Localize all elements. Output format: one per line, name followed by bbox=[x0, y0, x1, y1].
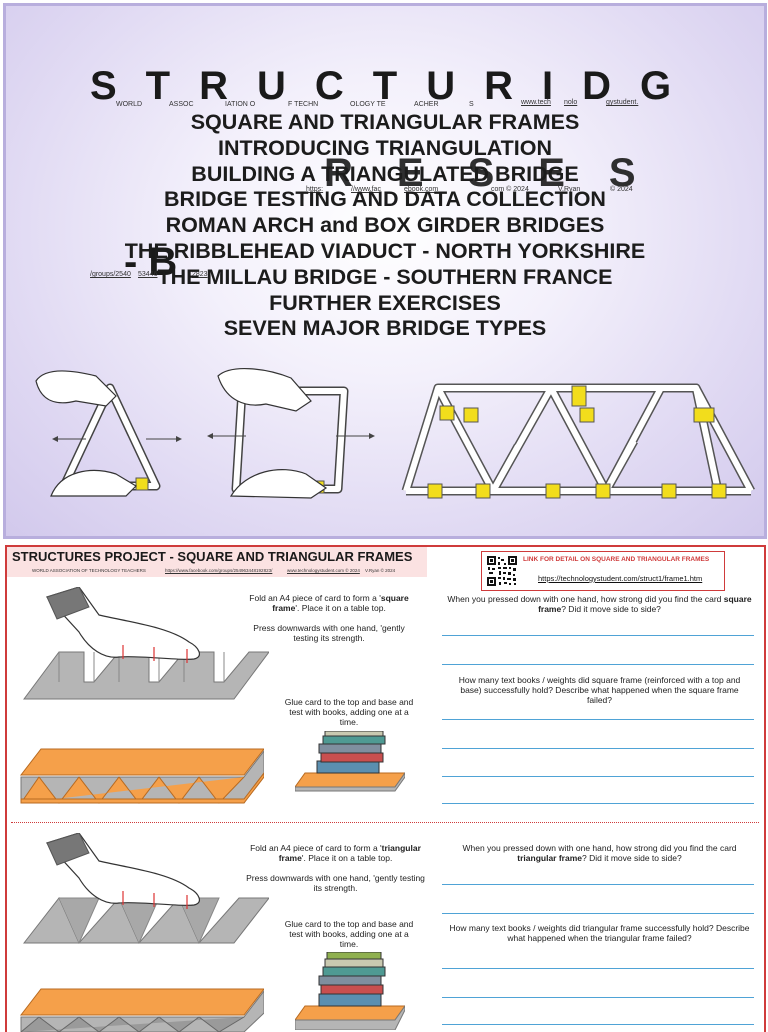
worksheet-facebook-link[interactable]: https://www.facebook.com/groups/25496344… bbox=[165, 568, 273, 573]
square-question-1: When you pressed down with one hand, how… bbox=[447, 594, 752, 614]
hand-icon bbox=[217, 368, 312, 412]
org-fragment: IATION O bbox=[225, 101, 256, 108]
org-fragment: OLOGY TE bbox=[350, 101, 386, 108]
org-fragment: F TECHN bbox=[288, 101, 319, 108]
answer-line[interactable] bbox=[442, 884, 754, 885]
hand-icon bbox=[229, 469, 328, 499]
square-press-instruction: Press downwards with one hand, 'gently t… bbox=[253, 623, 405, 643]
square-fold-instruction: Fold an A4 piece of card to form a 'squa… bbox=[249, 593, 409, 613]
copyright-fragment: com © 2024 bbox=[491, 186, 529, 193]
worksheet-header: STRUCTURES PROJECT - SQUARE AND TRIANGUL… bbox=[7, 547, 427, 577]
org-fragment: ACHER bbox=[414, 101, 439, 108]
cover-title-line2: RESES bbox=[324, 151, 680, 195]
worksheet-org: WORLD ASSOCIATION OF TECHNOLOGY TEACHERS bbox=[32, 568, 146, 573]
square-books-illustration bbox=[295, 731, 405, 792]
menu-item-seven-bridge-types[interactable]: SEVEN MAJOR BRIDGE TYPES bbox=[223, 316, 547, 341]
triangle-question-2: How many text books / weights did triang… bbox=[449, 923, 750, 943]
worksheet-title: STRUCTURES PROJECT - SQUARE AND TRIANGUL… bbox=[12, 549, 413, 564]
answer-line[interactable] bbox=[442, 997, 754, 998]
triangle-card-press-illustration bbox=[22, 833, 269, 944]
menu-item-roman-arch[interactable]: ROMAN ARCH and BOX GIRDER BRIDGES bbox=[165, 213, 605, 238]
answer-line[interactable] bbox=[442, 719, 754, 720]
copyright-fragment: V.Ryan bbox=[558, 186, 581, 193]
facebook-fragment[interactable]: //www.fac bbox=[351, 186, 381, 193]
org-fragment: S bbox=[469, 101, 474, 108]
hand-icon bbox=[35, 370, 117, 407]
triangle-card-reinforced-illustration bbox=[19, 988, 264, 1032]
triangle-frame-illustration bbox=[35, 370, 182, 497]
detail-link-box[interactable]: LINK FOR DETAIL ON SQUARE AND TRIANGULAR… bbox=[481, 551, 725, 591]
worksheet-website-link[interactable]: www.technologystudent.com © 2024 bbox=[287, 568, 360, 573]
menu-item-further-exercises[interactable]: FURTHER EXERCISES bbox=[269, 290, 501, 315]
worksheet-author: V.Ryan © 2024 bbox=[365, 568, 396, 573]
hand-icon bbox=[50, 469, 137, 497]
web-fragment[interactable]: www.tech bbox=[521, 99, 551, 106]
menu-item-millau-bridge[interactable]: THE MILLAU BRIDGE - SOUTHERN FRANCE bbox=[157, 264, 613, 289]
worksheet: STRUCTURES PROJECT - SQUARE AND TRIANGUL… bbox=[5, 545, 766, 1032]
square-card-press-illustration bbox=[23, 587, 269, 700]
menu-item-introducing-triangulation[interactable]: INTRODUCING TRIANGULATION bbox=[217, 135, 553, 160]
cover-panel: STRUCTURIDG RESES - B WORLD ASSOC IATION… bbox=[3, 3, 767, 539]
facebook-fragment[interactable]: ebook.com bbox=[404, 186, 439, 193]
answer-line[interactable] bbox=[442, 803, 754, 804]
menu-item-ribblehead-viaduct[interactable]: THE RIBBLEHEAD VIADUCT - NORTH YORKSHIRE bbox=[124, 238, 646, 263]
group-fragment[interactable]: 2823 bbox=[192, 271, 208, 278]
square-glue-instruction: Glue card to the top and base and test w… bbox=[284, 697, 414, 727]
answer-line[interactable] bbox=[442, 1024, 754, 1025]
answer-line[interactable] bbox=[442, 913, 754, 914]
truss-bridge-illustration bbox=[401, 383, 755, 499]
square-question-2: How many text books / weights did square… bbox=[458, 675, 741, 705]
group-fragment[interactable]: /groups/2540 bbox=[90, 271, 131, 278]
org-fragment: ASSOC bbox=[169, 101, 194, 108]
facebook-fragment[interactable]: https: bbox=[306, 186, 324, 193]
qr-code-icon[interactable] bbox=[486, 555, 518, 587]
section-divider bbox=[11, 822, 759, 823]
square-card-reinforced-illustration bbox=[19, 748, 264, 804]
triangle-glue-instruction: Glue card to the top and base and test w… bbox=[284, 919, 414, 949]
menu-item-bridge-testing[interactable]: BRIDGE TESTING AND DATA COLLECTION bbox=[164, 187, 606, 212]
triangle-fold-instruction: Fold an A4 piece of card to form a 'tria… bbox=[250, 843, 421, 863]
cover-title-line1: STRUCTURIDG bbox=[90, 64, 701, 108]
detail-link-url[interactable]: https://technologystudent.com/struct1/fr… bbox=[538, 574, 703, 583]
square-frame-illustration bbox=[207, 368, 375, 499]
answer-line[interactable] bbox=[442, 968, 754, 969]
answer-line[interactable] bbox=[442, 748, 754, 749]
detail-link-label: LINK FOR DETAIL ON SQUARE AND TRIANGULAR… bbox=[523, 556, 710, 563]
cover-title-line3: - B bbox=[124, 240, 178, 284]
contents-menu: SQUARE AND TRIANGULAR FRAMES INTRODUCING… bbox=[6, 110, 764, 342]
menu-item-building-bridge[interactable]: BUILDING A TRIANGULATED BRIDGE bbox=[191, 161, 579, 186]
web-fragment[interactable]: nolo bbox=[564, 99, 578, 106]
triangle-books-illustration bbox=[295, 952, 405, 1030]
answer-line[interactable] bbox=[442, 664, 754, 665]
triangle-press-instruction: Press downwards with one hand, 'gently t… bbox=[246, 873, 425, 893]
group-fragment[interactable]: 53446 bbox=[138, 271, 158, 278]
copyright-fragment: © 2024 bbox=[610, 186, 633, 193]
answer-line[interactable] bbox=[442, 635, 754, 636]
answer-line[interactable] bbox=[442, 776, 754, 777]
org-fragment: WORLD bbox=[116, 101, 143, 108]
web-fragment[interactable]: gystudent. bbox=[606, 99, 639, 106]
menu-item-square-triangular-frames[interactable]: SQUARE AND TRIANGULAR FRAMES bbox=[190, 110, 580, 134]
triangle-question-1: When you pressed down with one hand, how… bbox=[462, 843, 737, 863]
